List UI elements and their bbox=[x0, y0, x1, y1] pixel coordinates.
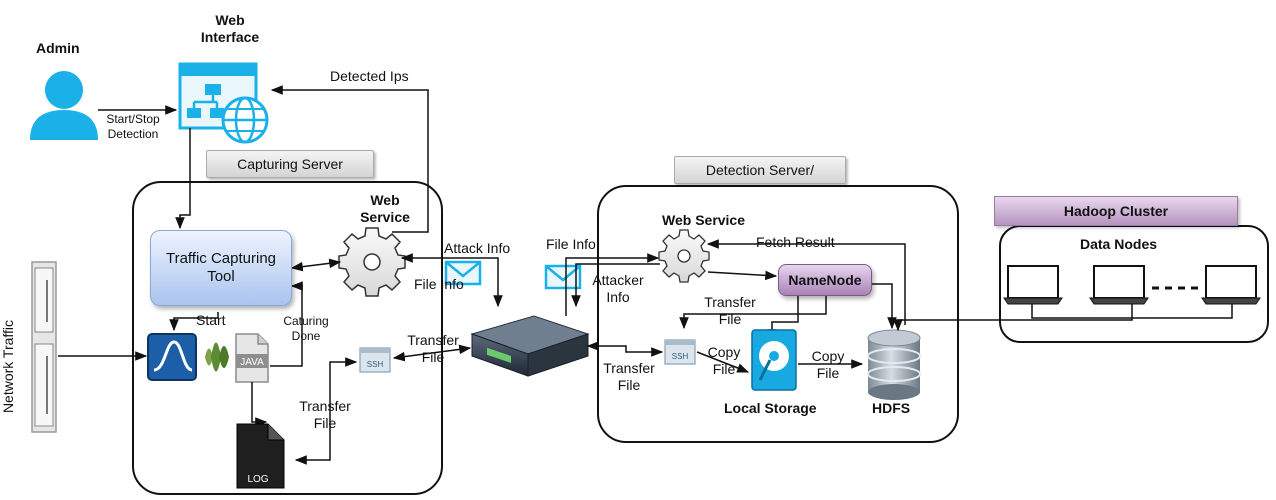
ssh-to-log-arrow bbox=[294, 357, 358, 465]
hdfs-to-cluster-line bbox=[893, 304, 1133, 332]
capturing-web-service-gear-icon bbox=[338, 227, 406, 297]
capturing-done-label: Caturing Done bbox=[283, 314, 329, 343]
log-file-icon: LOG bbox=[236, 423, 285, 489]
start-stop-label: Start/Stop Detection bbox=[106, 112, 160, 141]
data-nodes-label: Data Nodes bbox=[1080, 236, 1158, 252]
hadoop-cluster-box bbox=[999, 225, 1269, 343]
start-label: Start bbox=[196, 312, 226, 328]
detected-ips-label: Detected Ips bbox=[330, 68, 409, 84]
transfer-file-label-2: Transfer File bbox=[299, 398, 351, 431]
namenode-box: NameNode bbox=[778, 264, 872, 296]
packet-wave-icon bbox=[205, 342, 229, 372]
ssh-capturing-icon: SSH bbox=[359, 347, 391, 373]
java-label: JAVA bbox=[240, 357, 264, 368]
ssh-switch-arrow bbox=[392, 344, 472, 362]
detection-server-box bbox=[597, 185, 959, 443]
envelope-icon-right bbox=[544, 264, 582, 290]
hdfs-label: HDFS bbox=[872, 400, 911, 416]
attack-info-arrow bbox=[400, 253, 503, 308]
transfer-file-in-label: Transfer File bbox=[603, 360, 655, 393]
data-node-monitor-1 bbox=[1003, 265, 1063, 305]
log-label: LOG bbox=[247, 474, 268, 485]
local-storage-label: Local Storage bbox=[724, 400, 817, 416]
transfer-file-top-label: Transfer File bbox=[704, 294, 756, 327]
envelope-icon-left bbox=[444, 260, 482, 286]
traffic-capturing-tool: Traffic Capturing Tool bbox=[150, 230, 292, 306]
namenode-to-hdfs-arrow bbox=[870, 283, 897, 330]
ssh-to-storage-arrow bbox=[696, 351, 750, 373]
wireshark-icon bbox=[147, 333, 197, 381]
network-switch-icon bbox=[470, 315, 590, 377]
detection-web-service-gear-icon bbox=[658, 229, 710, 283]
file-info-arrow bbox=[565, 253, 660, 316]
capturing-web-service-label: Web Service bbox=[360, 192, 410, 225]
switch-detection-ssh-arrow bbox=[586, 341, 664, 357]
namenode-to-ssh-arrow bbox=[679, 294, 827, 330]
local-storage-icon bbox=[751, 329, 797, 391]
capturing-server-title: Capturing Server bbox=[206, 150, 374, 178]
detection-web-service-label: Web Service bbox=[662, 212, 746, 228]
fetch-result-arrow bbox=[706, 239, 906, 325]
fetch-result-label: Fetch Result bbox=[756, 234, 835, 250]
attack-info-label: Attack Info bbox=[444, 240, 511, 256]
data-node-monitor-3 bbox=[1201, 265, 1261, 305]
file-info-label-right: File Info bbox=[546, 236, 596, 252]
ssh-label-right: SSH bbox=[672, 352, 689, 361]
capturing-server-box bbox=[132, 181, 443, 495]
java-to-log-arrow bbox=[251, 382, 268, 427]
java-file-icon: JAVA bbox=[235, 333, 269, 383]
tool-service-arrow bbox=[290, 258, 342, 272]
transfer-file-label-1: Transfer File bbox=[407, 332, 459, 365]
admin-icon bbox=[30, 71, 98, 140]
detection-server-title: Detection Server/ bbox=[674, 156, 846, 184]
start-arrow bbox=[169, 312, 219, 332]
web-interface-label: Web Interface bbox=[200, 12, 260, 45]
capturing-done-arrow bbox=[270, 281, 303, 367]
hadoop-cluster-title: Hadoop Cluster bbox=[994, 196, 1238, 226]
web-interface-icon bbox=[178, 62, 269, 144]
data-node-bus bbox=[1031, 304, 1233, 319]
copy-file-label-1: Copy File bbox=[707, 344, 741, 377]
ssh-label-left: SSH bbox=[367, 360, 384, 369]
file-info-label-left: File Info bbox=[414, 276, 464, 292]
hdfs-database-icon bbox=[867, 329, 921, 400]
server-rack-icon bbox=[31, 261, 57, 433]
service-to-namenode-arrow bbox=[707, 270, 778, 281]
attacker-info-arrow bbox=[571, 263, 660, 308]
web-to-tool-arrow bbox=[175, 128, 191, 230]
network-traffic-label: Network Traffic bbox=[0, 319, 17, 414]
ssh-detection-icon: SSH bbox=[664, 339, 696, 365]
copy-file-label-2: Copy File bbox=[811, 348, 845, 381]
attacker-info-label: Attacker Info bbox=[592, 272, 644, 305]
data-node-monitor-2 bbox=[1089, 265, 1149, 305]
detected-ips-arrow bbox=[270, 85, 429, 233]
admin-label: Admin bbox=[36, 40, 80, 56]
